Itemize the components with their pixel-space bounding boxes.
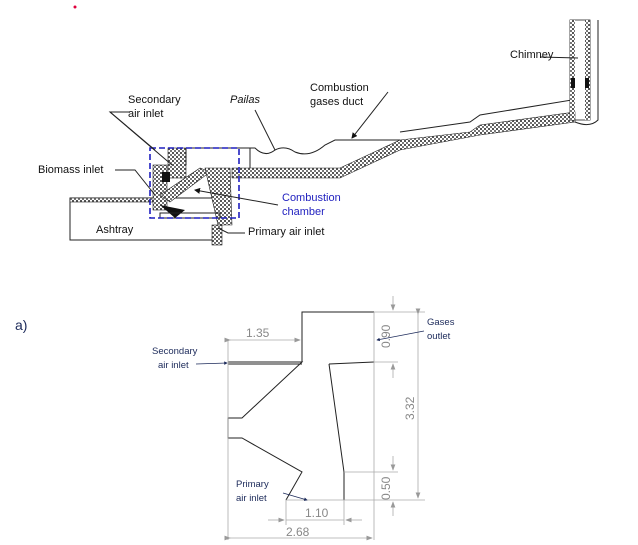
ashtray-body [69,197,219,241]
label-chamber-1: Combustion [282,192,341,204]
dim-bottom-height: 0.50 [379,476,393,500]
label-secondary-2: air inlet [128,108,163,120]
label-duct-2: gases duct [310,96,363,108]
dim-total-height: 3.32 [403,396,417,420]
pailas-outline [186,139,400,155]
highlight-box [149,147,240,219]
label-primary: Primary air inlet [248,226,324,238]
label-ashtray: Ashtray [96,224,134,236]
label-secondary-1: Secondary [128,94,181,106]
dim-primary-width: 1.10 [305,506,329,520]
marker-dot [73,5,77,9]
label-gases-2: outlet [427,331,451,342]
label-secondary-air-2: air inlet [158,360,189,371]
dim-outlet-height: 0.90 [379,324,393,348]
label-pailas: Pailas [230,94,260,106]
dimension-lines [224,296,425,541]
stove-diagram [69,19,599,246]
label-biomass: Biomass inlet [38,164,103,176]
label-chimney: Chimney [510,49,554,61]
label-primary-air-1: Primary [236,479,269,490]
label-secondary-air-1: Secondary [152,346,198,357]
label-duct-1: Combustion [310,82,369,94]
panel-label: a) [15,317,27,333]
label-primary-air-2: air inlet [236,493,267,504]
gases-duct [231,111,576,179]
dim-secondary-width: 1.35 [246,326,270,340]
label-chamber-2: chamber [282,206,325,218]
dim-total-width: 2.68 [286,525,310,539]
label-gases-1: Gases [427,317,455,328]
